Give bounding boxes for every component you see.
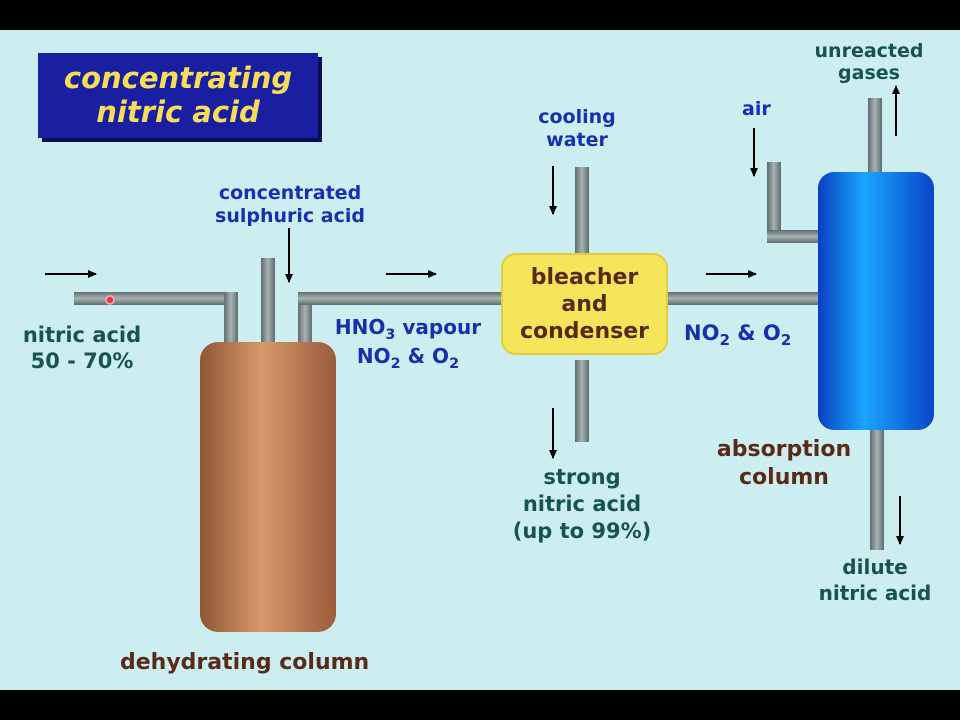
label-absorption-column: absorption column <box>716 437 852 490</box>
label-air: air <box>742 98 771 120</box>
vapour-pipe <box>298 292 504 305</box>
label-dilute-acid: dilute nitric acid <box>818 555 932 605</box>
label-bleacher-condenser: bleacher and condenser <box>519 265 649 344</box>
no2-pipe <box>666 292 822 305</box>
gas-out-pipe <box>868 98 882 178</box>
inlet-pipe <box>74 292 234 305</box>
cooling-water-pipe <box>575 167 589 263</box>
label-cooling-water: cooling water <box>538 106 616 151</box>
title-box: concentrating nitric acid <box>38 53 318 138</box>
strong-acid-pipe <box>575 360 589 442</box>
process-flow-svg <box>45 85 934 632</box>
inlet-marker <box>105 295 115 305</box>
dehydrating-column <box>200 342 336 632</box>
dilute-out-pipe <box>870 422 884 550</box>
label-dehydrating-column: dehydrating column <box>120 650 370 675</box>
diagram-canvas: concentrating nitric acid nitric acid 50… <box>0 30 960 690</box>
title-line-2: nitric acid <box>96 95 260 129</box>
label-sulphuric-acid: concentrated sulphuric acid <box>215 182 365 227</box>
air-pipe-down <box>767 162 781 242</box>
label-nitric-acid-in: nitric acid 50 - 70% <box>22 323 142 373</box>
label-strong-acid: strong nitric acid (up to 99%) <box>512 465 652 543</box>
sulphuric-pipe <box>261 258 275 354</box>
absorption-column <box>818 172 934 430</box>
vapour-pipe-up <box>298 292 312 354</box>
inlet-pipe-down <box>224 292 238 354</box>
label-unreacted-gases: unreacted gases <box>814 40 924 84</box>
air-pipe <box>767 230 825 243</box>
label-hno3-vapour: HNO3 vapour NO2 & O2 <box>334 315 482 372</box>
title-line-1: concentrating <box>63 61 293 95</box>
condenser-box <box>501 253 668 355</box>
label-no2-o2: NO2 & O2 <box>684 321 792 349</box>
